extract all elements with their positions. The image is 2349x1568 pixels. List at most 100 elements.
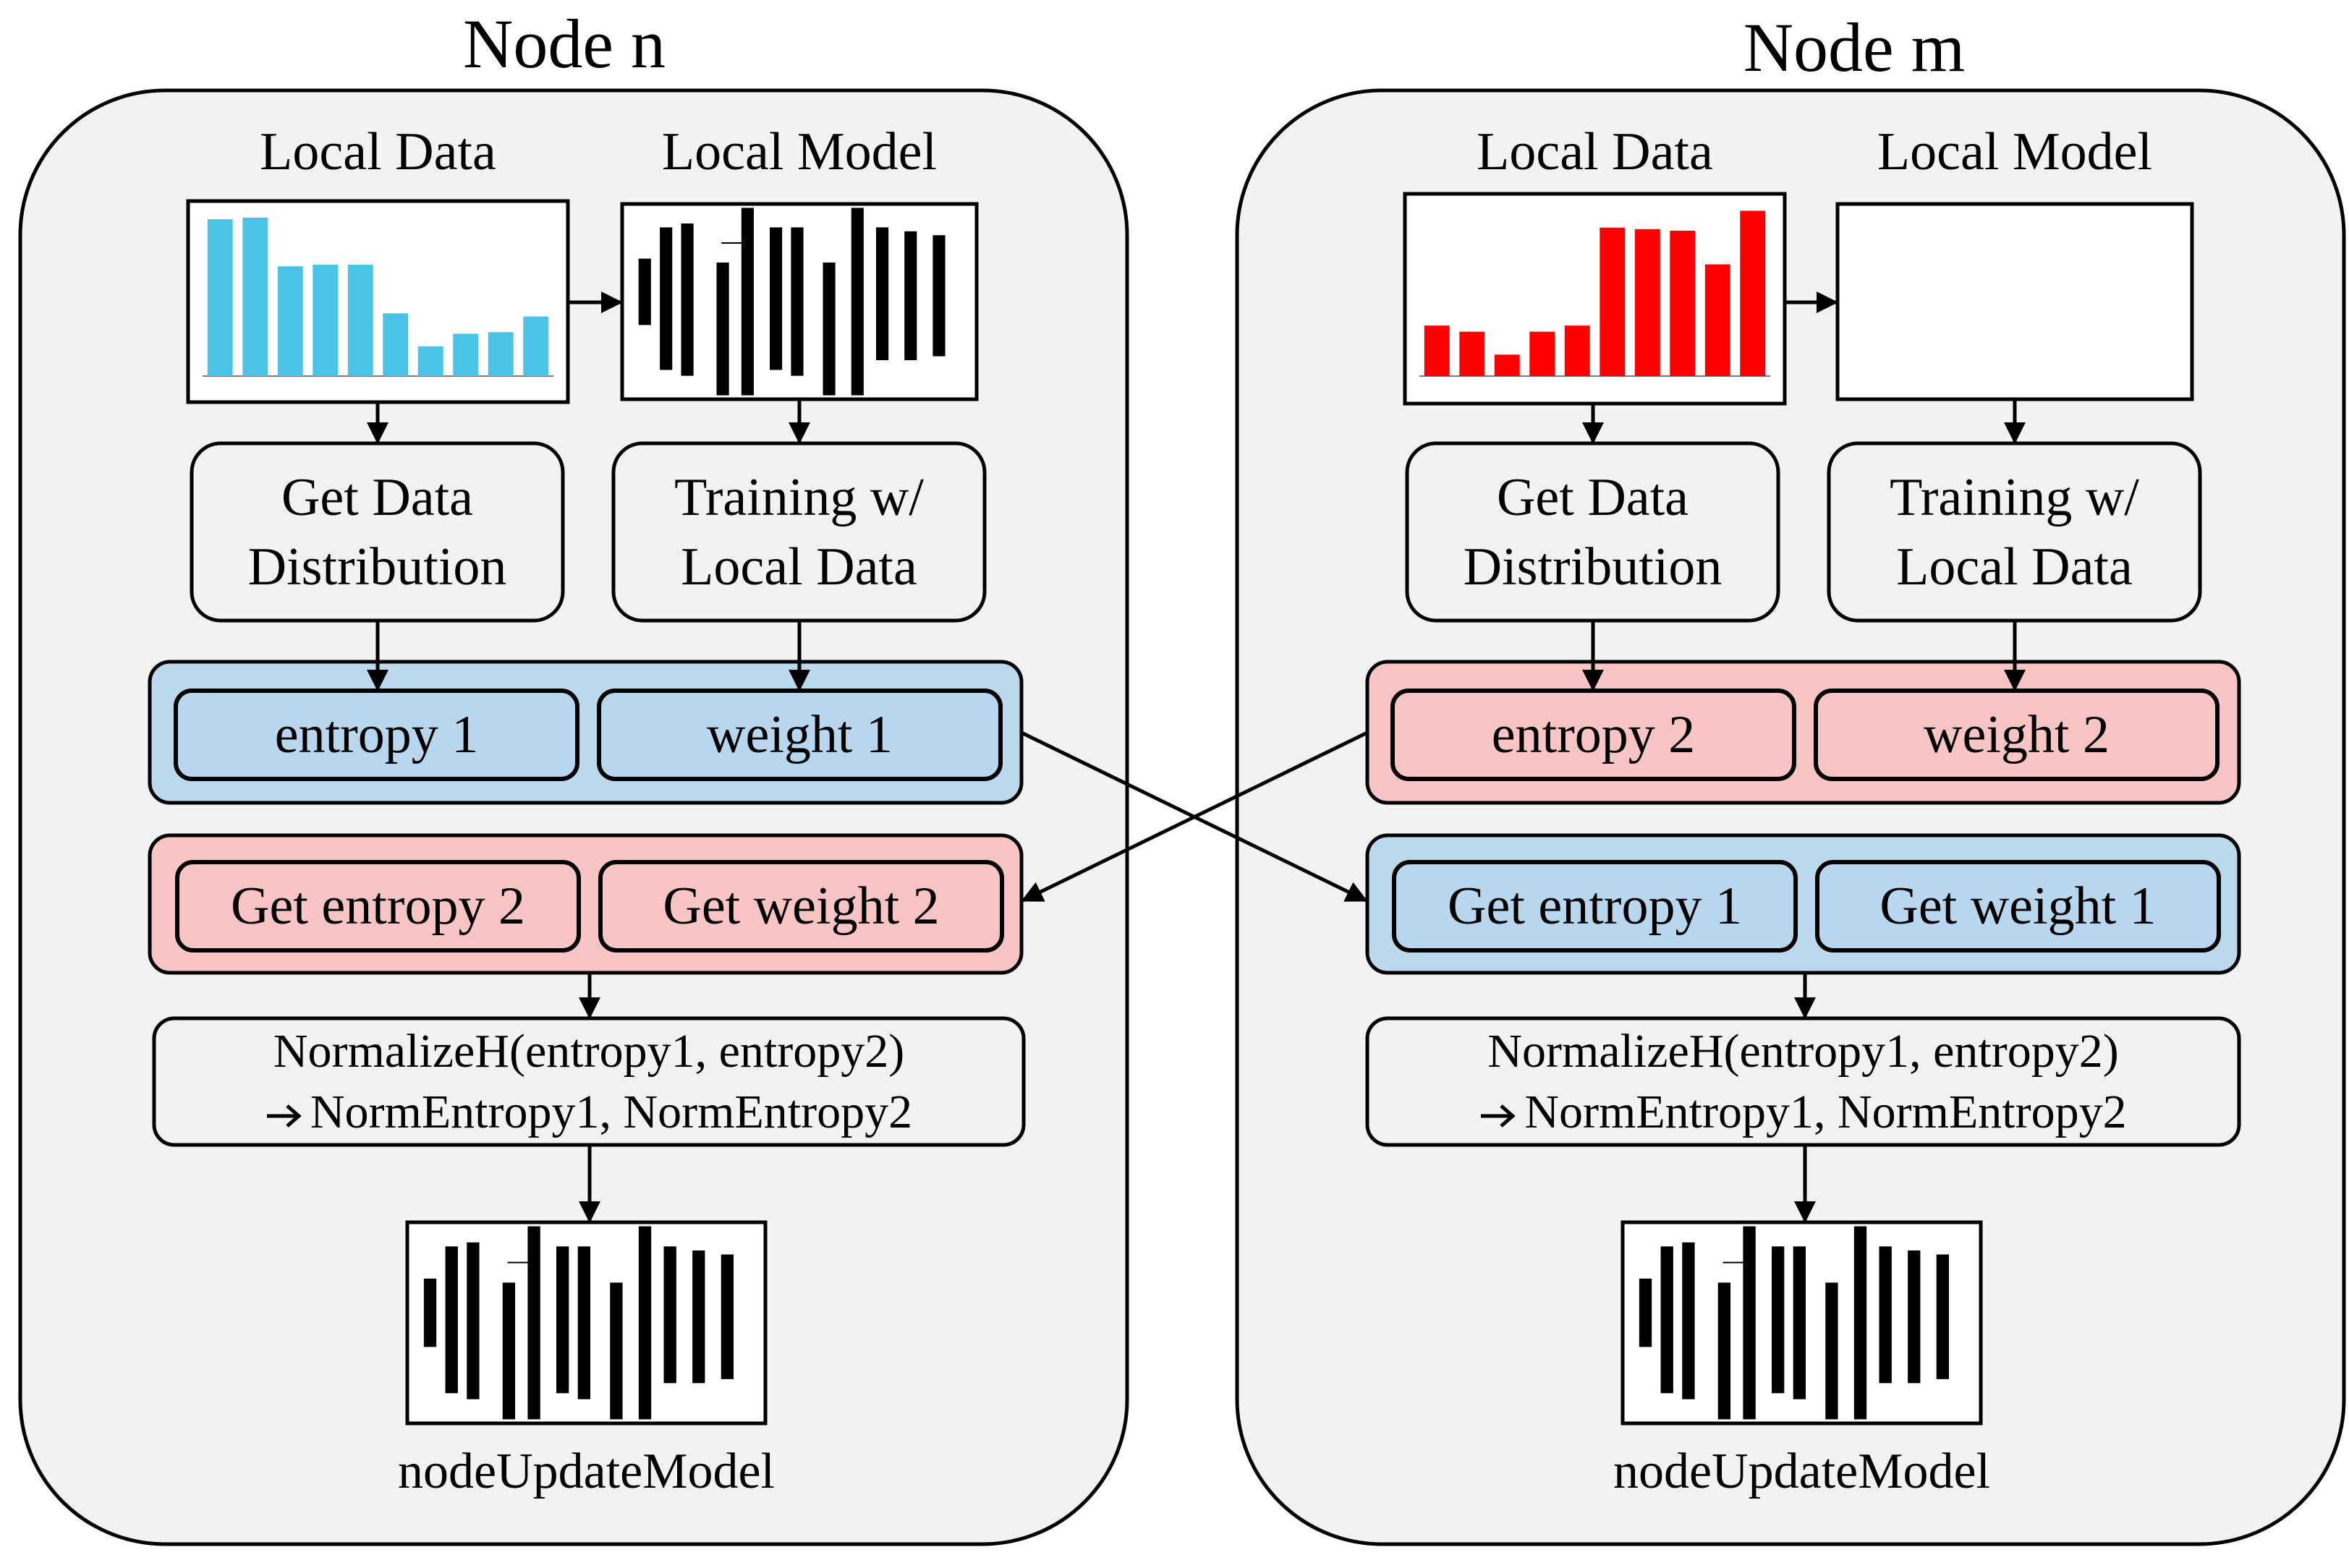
node-n-get-entropy-label: Get entropy 2 [231, 876, 525, 936]
node-n-weight-label: weight 1 [707, 704, 893, 764]
network-layer-bar [681, 223, 694, 376]
node-n-training-label: Training w/ Local Data [613, 443, 985, 621]
node-n-normalize-line2-row: NormEntropy1, NormEntropy2 [266, 1082, 912, 1143]
node-m-get-weight-pill [1815, 860, 2221, 953]
node-m-get-entropy-label: Get entropy 1 [1448, 876, 1742, 936]
node-m-normalize-line2-row: NormEntropy1, NormEntropy2 [1479, 1082, 2127, 1143]
network-layer-bar [1682, 1242, 1695, 1399]
node-n-entropy-label: entropy 1 [274, 704, 479, 764]
arrow-right-icon [1481, 1104, 1516, 1128]
network-layer-bar [1825, 1282, 1838, 1420]
network-layer-bar [467, 1242, 480, 1399]
chart-bar [1600, 227, 1626, 376]
node-n-normalize-label: NormalizeH(entropy1, entropy2) NormEntro… [154, 1018, 1024, 1145]
node-m-normalize-line2: NormEntropy1, NormEntropy2 [1524, 1085, 2127, 1138]
node-m-local-data-label: Local Data [1477, 122, 1713, 182]
network-layer-bar [638, 258, 651, 325]
arrow-right-icon [266, 1104, 302, 1128]
node-n-bar-series [203, 217, 553, 377]
network-layer-bar [823, 263, 836, 396]
node-m-bar-series [1419, 210, 1770, 377]
network-layer-bar [904, 231, 917, 360]
node-n-training-line2: Local Data [681, 537, 917, 597]
network-layer-bar [1743, 1226, 1756, 1420]
node-m-get-weight-label: Get weight 1 [1879, 876, 2157, 936]
node-m-training-line1: Training w/ [1890, 467, 2139, 527]
node-m-local-model-label: Local Model [1877, 122, 2153, 182]
chart-bar [207, 219, 233, 376]
network-layer-bar [1772, 1246, 1785, 1394]
node-n-normalize-line1: NormalizeH(entropy1, entropy2) [273, 1024, 905, 1078]
chart-bar [242, 217, 268, 376]
chart-bar [1670, 230, 1696, 376]
network-layer-bar [1879, 1246, 1892, 1384]
network-layer-bar [876, 227, 889, 360]
network-layer-bar [692, 1250, 705, 1384]
node-n-get-weight-label: Get weight 2 [663, 876, 940, 936]
node-n-local-model-icon [638, 208, 946, 396]
node-n-update-model-label: nodeUpdateModel [398, 1444, 775, 1499]
network-layer-bar [716, 263, 729, 396]
chart-bar [1494, 354, 1520, 376]
node-n-local-model-label: Local Model [661, 122, 938, 182]
node-n-get-entropy-pill [175, 860, 581, 953]
node-n-local-data-label: Local Data [260, 122, 496, 182]
network-layer-bar [1908, 1250, 1921, 1384]
network-layer-bar [610, 1282, 623, 1420]
node-m-local-model-thumb [1835, 202, 2194, 401]
network-layer-bar [1717, 1282, 1731, 1420]
chart-bar [1704, 264, 1730, 376]
node-m-normalize-line1: NormalizeH(entropy1, entropy2) [1487, 1024, 2119, 1078]
chart-bar [488, 332, 514, 376]
node-n-training-line1: Training w/ [674, 467, 924, 527]
network-layer-bar [1936, 1254, 1950, 1379]
network-layer-bar [1793, 1246, 1806, 1399]
exchange-arrow-m-to-n [1021, 730, 1369, 903]
chart-bar [417, 346, 443, 376]
network-layer-bar [1639, 1278, 1652, 1347]
network-layer-bar [791, 227, 804, 376]
node-m-normalize-label: NormalizeH(entropy1, entropy2) NormEntro… [1367, 1018, 2239, 1145]
node-m-get-entropy-pill [1392, 860, 1798, 953]
node-m-get-data-line1: Get Data [1496, 467, 1689, 527]
network-layer-bar [1660, 1246, 1673, 1394]
network-layer-bar [851, 208, 864, 396]
network-layer-bar [423, 1278, 437, 1347]
network-layer-bar [741, 208, 754, 396]
node-m-update-model-label: nodeUpdateModel [1613, 1444, 1990, 1499]
chart-bar [523, 316, 549, 376]
node-m-get-data-label: Get Data Distribution [1407, 443, 1778, 621]
network-layer-bar [556, 1246, 569, 1394]
node-n-get-weight-pill [598, 860, 1004, 953]
network-layer-bar [445, 1246, 458, 1394]
chart-bar [313, 265, 339, 376]
chart-bar [347, 265, 373, 376]
chart-bar [1529, 331, 1555, 376]
chart-bar [383, 313, 409, 376]
network-layer-bar [577, 1246, 591, 1399]
node-n-get-data-line2: Distribution [247, 537, 507, 597]
node-m-title: Node m [1743, 8, 1966, 86]
node-m-get-data-line2: Distribution [1463, 537, 1723, 597]
network-layer-bar [770, 227, 783, 370]
network-layer-bar [660, 227, 673, 370]
chart-bar [1424, 325, 1450, 376]
chart-bar [1740, 210, 1766, 376]
node-m-training-line2: Local Data [1896, 537, 2133, 597]
network-layer-bar [933, 235, 946, 357]
network-layer-bar [663, 1246, 676, 1384]
chart-bar [1459, 331, 1485, 376]
node-n-normalize-line2: NormEntropy1, NormEntropy2 [310, 1085, 913, 1138]
node-n-title: Node n [463, 4, 666, 82]
network-layer-bar [527, 1226, 540, 1420]
node-n-get-data-line1: Get Data [281, 467, 474, 527]
chart-bar [277, 266, 303, 376]
chart-bar [1634, 229, 1660, 376]
chart-bar [1564, 325, 1590, 376]
node-m-entropy-label: entropy 2 [1491, 704, 1696, 764]
chart-bar [453, 333, 479, 376]
node-m-weight-label: weight 2 [1924, 704, 2110, 764]
node-m-training-label: Training w/ Local Data [1829, 443, 2200, 621]
